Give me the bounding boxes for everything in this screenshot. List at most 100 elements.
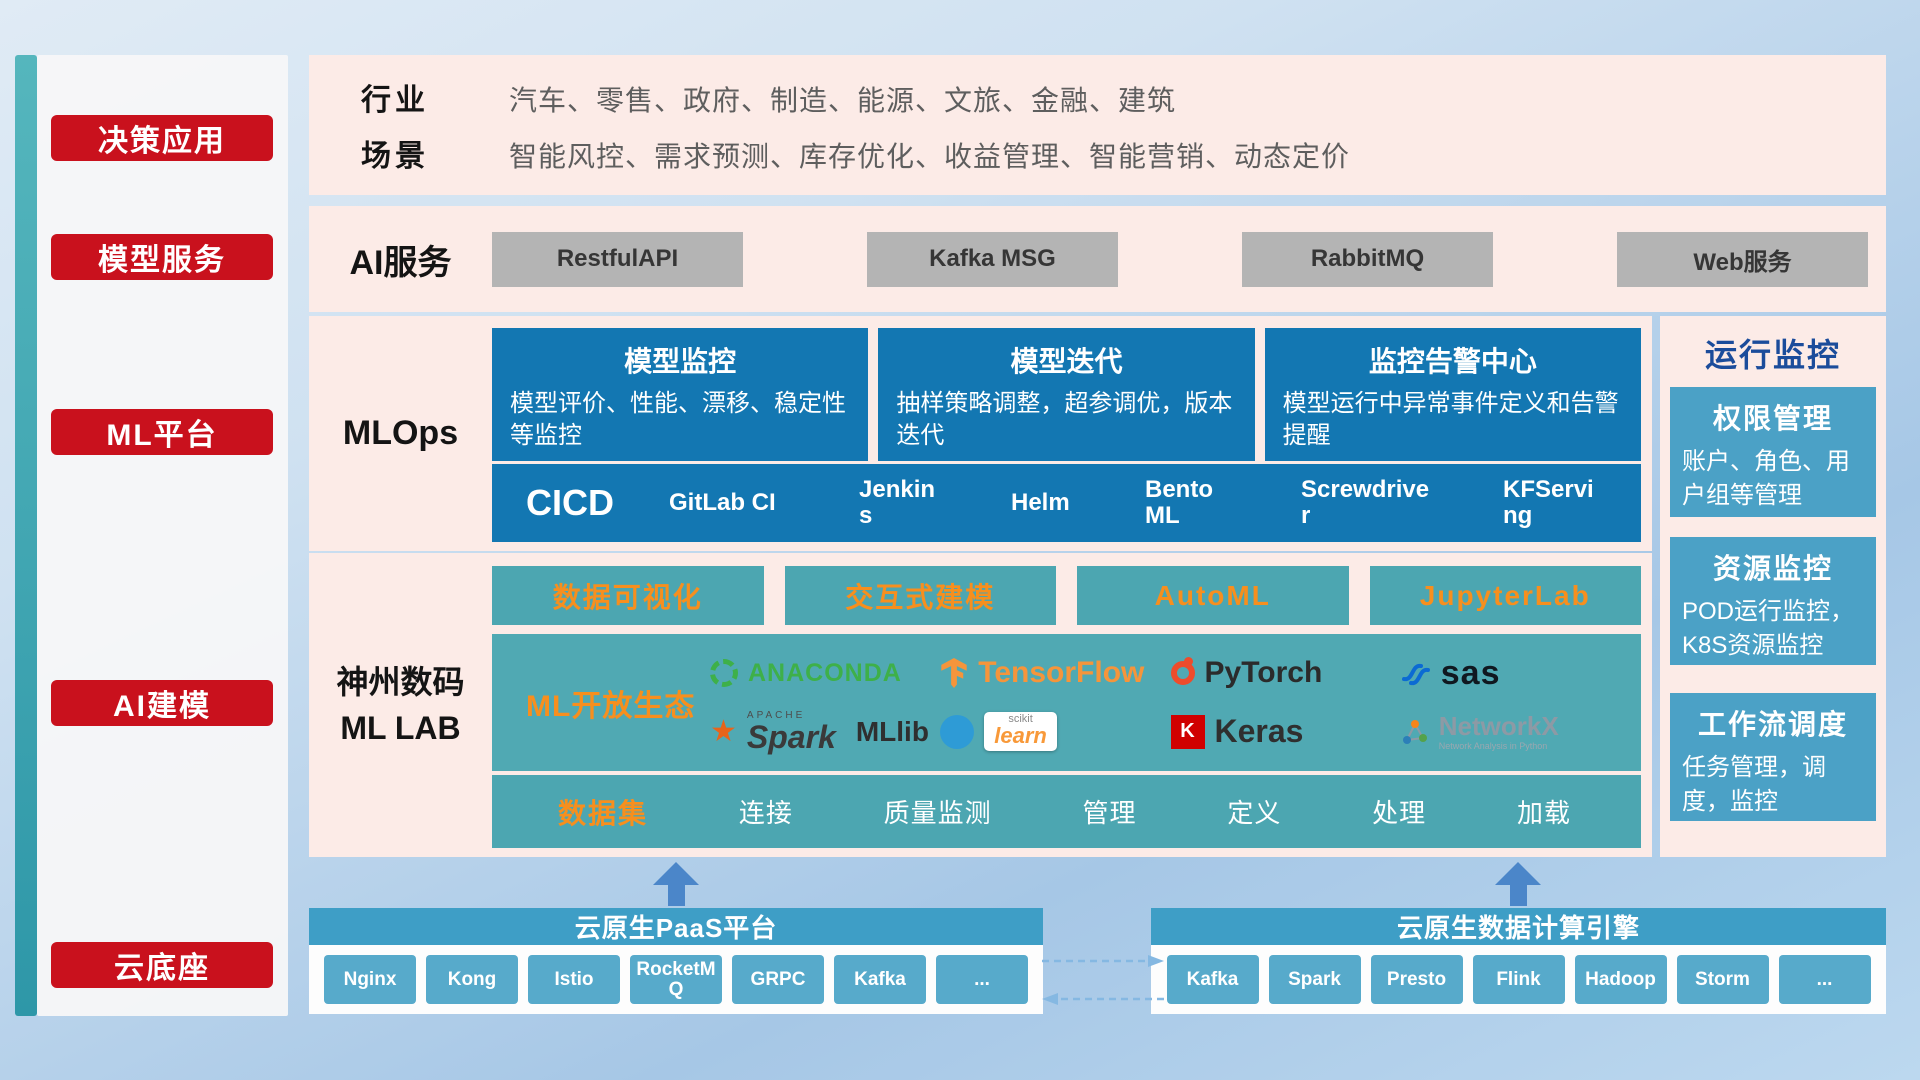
paas-platform-group: 云原生PaaS平台 Nginx Kong Istio RocketMQ GRPC… xyxy=(309,908,1043,1014)
pytorch-logo: PyTorch xyxy=(1170,656,1401,690)
sidebar: 决策应用 模型服务 ML平台 AI建模 云底座 xyxy=(37,55,288,1016)
anaconda-wordmark: ANACONDA xyxy=(748,658,902,687)
mllab-label: 神州数码 ML LAB xyxy=(309,553,492,857)
scenario-list: 智能风控、需求预测、库存优化、收益管理、智能营销、动态定价 xyxy=(509,141,1351,172)
ml-ecosystem-logos: ANACONDA TensorFlow PyTorch xyxy=(696,634,1631,771)
dataset-title: 数据集 xyxy=(558,797,649,829)
spark-wordmark: APACHE Spark xyxy=(746,709,836,755)
up-arrow-icon xyxy=(653,862,699,906)
arrow-head xyxy=(1495,862,1541,885)
spark-mllib-logo: ★ APACHE Spark MLlib xyxy=(710,709,940,755)
card-title: 权限管理 xyxy=(1712,403,1833,434)
ai-service-buttons: RestfulAPI Kafka MSG RabbitMQ Web服务 xyxy=(492,231,1886,287)
cicd-title: CICD xyxy=(526,482,614,523)
restful-api-box: RestfulAPI xyxy=(492,231,743,287)
runtime-monitor-panel: 运行监控 权限管理 账户、角色、用户组等管理 资源监控 POD运行监控，K8S资… xyxy=(1660,316,1886,857)
card-title: 模型迭代 xyxy=(1010,346,1123,377)
paas-components: Nginx Kong Istio RocketMQ GRPC Kafka ... xyxy=(309,945,1043,1014)
left-accent-strip xyxy=(15,55,37,1016)
networkx-subtitle: Network Analysis in Python xyxy=(1438,740,1548,751)
sas-wordmark: sas xyxy=(1440,653,1501,692)
sidebar-item-ai-modeling: AI建模 xyxy=(51,680,273,726)
mlops-label: MLOps xyxy=(342,414,459,452)
mlops-band: MLOps 模型监控 模型评价、性能、漂移、稳定性等监控 模型迭代 抽样策略调整… xyxy=(309,316,1652,551)
rocketmq-box: RocketMQ xyxy=(630,955,722,1004)
istio-box: Istio xyxy=(528,955,620,1004)
pytorch-wordmark: PyTorch xyxy=(1204,656,1323,690)
storm-box: Storm xyxy=(1676,955,1769,1004)
dataset-item-load: 加载 xyxy=(1516,798,1571,828)
tensorflow-icon xyxy=(941,658,967,689)
dataset-item-manage: 管理 xyxy=(1082,798,1137,828)
dataset-item-quality: 质量监测 xyxy=(883,798,992,828)
scikit-learn-wordmark: scikit learn xyxy=(984,712,1057,752)
scenario-row: 场景 智能风控、需求预测、库存优化、收益管理、智能营销、动态定价 xyxy=(309,131,1886,175)
spark-star-icon: ★ xyxy=(710,714,737,748)
ml-ecosystem-box: ML开放生态 ANACONDA TensorFlow PyT xyxy=(492,634,1641,771)
anaconda-logo: ANACONDA xyxy=(710,659,940,688)
spark-word: Spark xyxy=(746,718,836,755)
cicd-items: GitLab CI Jenkins Helm BentoML Screwdriv… xyxy=(669,475,1607,530)
apache-caption: APACHE xyxy=(746,709,806,721)
card-desc: 模型评价、性能、漂移、稳定性等监控 xyxy=(510,390,846,450)
industry-band: 行业 汽车、零售、政府、制造、能源、文旅、金融、建筑 场景 智能风控、需求预测、… xyxy=(309,55,1886,195)
mllab-band: 神州数码 ML LAB 数据可视化 交互式建模 AutoML JupyterLa… xyxy=(309,553,1652,857)
industry-label: 行业 xyxy=(361,84,429,117)
keras-logo: K Keras xyxy=(1170,713,1401,750)
helm-item: Helm xyxy=(1011,488,1070,516)
card-desc: 任务管理，调度，监控 xyxy=(1682,754,1826,815)
ai-service-label: AI服务 xyxy=(349,243,452,282)
data-engine-bar: 云原生数据计算引擎 xyxy=(1151,908,1886,945)
mlops-content: 模型监控 模型评价、性能、漂移、稳定性等监控 模型迭代 抽样策略调整，超参调优，… xyxy=(492,316,1652,551)
mllab-tools-row: 数据可视化 交互式建模 AutoML JupyterLab xyxy=(492,566,1641,625)
networkx-icon xyxy=(1402,719,1427,744)
learn-word: learn xyxy=(994,723,1047,749)
anaconda-icon xyxy=(710,659,738,688)
jupyterlab-box: JupyterLab xyxy=(1369,566,1641,625)
mllab-label-line1: 神州数码 xyxy=(336,663,465,700)
sidebar-item-cloud-base: 云底座 xyxy=(51,942,273,988)
spark-box: Spark xyxy=(1268,955,1361,1004)
hadoop-box: Hadoop xyxy=(1574,955,1667,1004)
networkx-logo: NetworkX Network Analysis in Python xyxy=(1401,713,1631,751)
dataset-bar: 数据集 连接 质量监测 管理 定义 处理 加载 xyxy=(492,775,1641,848)
card-title: 监控告警中心 xyxy=(1368,346,1537,377)
arrow-head xyxy=(653,862,699,885)
card-desc: POD运行监控，K8S资源监控 xyxy=(1682,598,1855,659)
more-box: ... xyxy=(936,955,1028,1004)
cicd-bar: CICD GitLab CI Jenkins Helm BentoML Scre… xyxy=(492,464,1641,542)
kfserving-item: KFServing xyxy=(1503,475,1594,529)
sidebar-item-model-service: 模型服务 xyxy=(51,234,273,280)
sidebar-item-ml-platform: ML平台 xyxy=(51,409,273,455)
keras-icon: K xyxy=(1170,714,1205,749)
interactive-modeling-box: 交互式建模 xyxy=(784,566,1056,625)
kafka-box: Kafka xyxy=(834,955,926,1004)
nginx-box: Nginx xyxy=(324,955,416,1004)
networkx-name: NetworkX xyxy=(1438,710,1559,741)
paas-platform-bar: 云原生PaaS平台 xyxy=(309,908,1043,945)
up-arrow-icon xyxy=(1495,862,1541,906)
card-title: 工作流调度 xyxy=(1697,709,1848,740)
bentoml-item: BentoML xyxy=(1145,475,1213,529)
data-engine-components: Kafka Spark Presto Flink Hadoop Storm ..… xyxy=(1151,945,1886,1014)
gitlab-ci-item: GitLab CI xyxy=(669,488,776,516)
sidebar-item-decision-application: 决策应用 xyxy=(51,115,273,161)
automl-box: AutoML xyxy=(1077,566,1349,625)
pytorch-icon xyxy=(1170,657,1195,686)
scikit-learn-icon xyxy=(940,714,975,749)
runtime-monitor-title: 运行监控 xyxy=(1704,337,1841,373)
model-iteration-card: 模型迭代 抽样策略调整，超参调优，版本迭代 xyxy=(878,328,1255,461)
sas-swoosh-icon xyxy=(1401,664,1430,686)
workflow-scheduling-card: 工作流调度 任务管理，调度，监控 xyxy=(1670,693,1876,821)
web-service-box: Web服务 xyxy=(1617,231,1868,287)
industry-list: 汽车、零售、政府、制造、能源、文旅、金融、建筑 xyxy=(509,85,1177,116)
permission-management-card: 权限管理 账户、角色、用户组等管理 xyxy=(1670,387,1876,517)
arrow-stem xyxy=(1509,885,1527,906)
kafka-msg-box: Kafka MSG xyxy=(867,231,1118,287)
kafka-box: Kafka xyxy=(1166,955,1259,1004)
networkx-wordmark: NetworkX Network Analysis in Python xyxy=(1439,713,1559,751)
screwdriver-item: Screwdriver xyxy=(1301,475,1430,529)
mllab-label-line2: ML LAB xyxy=(340,710,461,746)
dataset-item-process: 处理 xyxy=(1372,798,1427,828)
